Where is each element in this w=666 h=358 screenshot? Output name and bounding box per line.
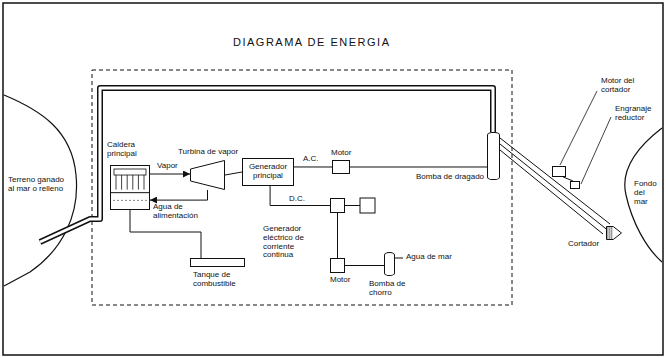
region-label: Fondo del mar: [634, 180, 660, 206]
dc-bus-wire: [345, 205, 360, 206]
dredge-pump: Bomba de dragado: [487, 132, 500, 180]
dc-generator: Generador eléctrico de corriente continu…: [330, 198, 345, 213]
connector: [337, 213, 338, 258]
discharge-pipe: [40, 88, 493, 242]
seawater-leader: [395, 258, 403, 259]
dc-generator-box: [360, 198, 375, 213]
node-label: Motor: [331, 149, 361, 158]
seawater-label: Agua de mar: [406, 253, 466, 262]
cutter-motor: Motor del cortador: [552, 166, 566, 177]
main-generator: Generador principal: [242, 158, 294, 186]
node-label: Generador eléctrico de corriente continu…: [263, 225, 325, 260]
connector: [345, 265, 384, 266]
dredge-boundary: [92, 70, 512, 305]
node-label: Motor del cortador: [601, 77, 653, 95]
node-label: Cortador: [568, 240, 608, 249]
node-label: Generador principal: [246, 163, 290, 181]
node-label: Caldera principal: [107, 141, 155, 159]
node-label: Motor: [330, 276, 360, 285]
connector: [350, 166, 487, 167]
feedwater-label: Agua de alimentación: [153, 203, 203, 221]
connector: [150, 190, 208, 200]
diagram-title: DIAGRAMA DE ENERGIA: [233, 36, 390, 48]
edge-label: Vapor: [156, 162, 179, 171]
connector: [225, 172, 242, 175]
cutter-head-outline: [606, 226, 622, 240]
leader-line: [581, 117, 611, 184]
motor-box: Motor: [330, 258, 345, 273]
ladder-rail: [500, 150, 603, 234]
leader-line: [560, 91, 597, 165]
region-label: Terreno ganado al mar o relleno: [8, 176, 66, 194]
ladder-rail: [500, 138, 610, 224]
steam-turbine: Turbina de vapor: [190, 160, 225, 190]
node-label: Bomba de dragado: [416, 173, 486, 182]
edge-label: A.C.: [302, 155, 320, 164]
connector: [270, 186, 330, 206]
connector: [150, 174, 190, 175]
shore-outline: [4, 95, 77, 286]
fuel-tank: Tanque de combustible: [190, 258, 245, 267]
steam-turbine-outline: [190, 160, 225, 190]
motor-box: Motor: [332, 160, 350, 174]
cutter-head: Cortador: [606, 226, 622, 240]
connector: [294, 166, 332, 167]
frame: [3, 3, 663, 355]
seabed-outline: [625, 128, 662, 262]
node-label: Tanque de combustible: [193, 271, 253, 289]
node-label: Bomba de chorro: [369, 280, 419, 298]
node-label: Turbina de vapor: [178, 148, 253, 157]
connector: [500, 144, 606, 229]
boiler: Caldera principal: [110, 165, 150, 210]
reduction-gear: Engranaje reductor: [570, 181, 580, 189]
edge-label: D.C.: [288, 195, 306, 204]
boiler-outline: [111, 166, 151, 211]
node-label: Engranaje reductor: [615, 105, 663, 123]
jet-pump: Bomba de chorro: [384, 252, 395, 276]
discharge-pipe-bore: [40, 88, 493, 242]
